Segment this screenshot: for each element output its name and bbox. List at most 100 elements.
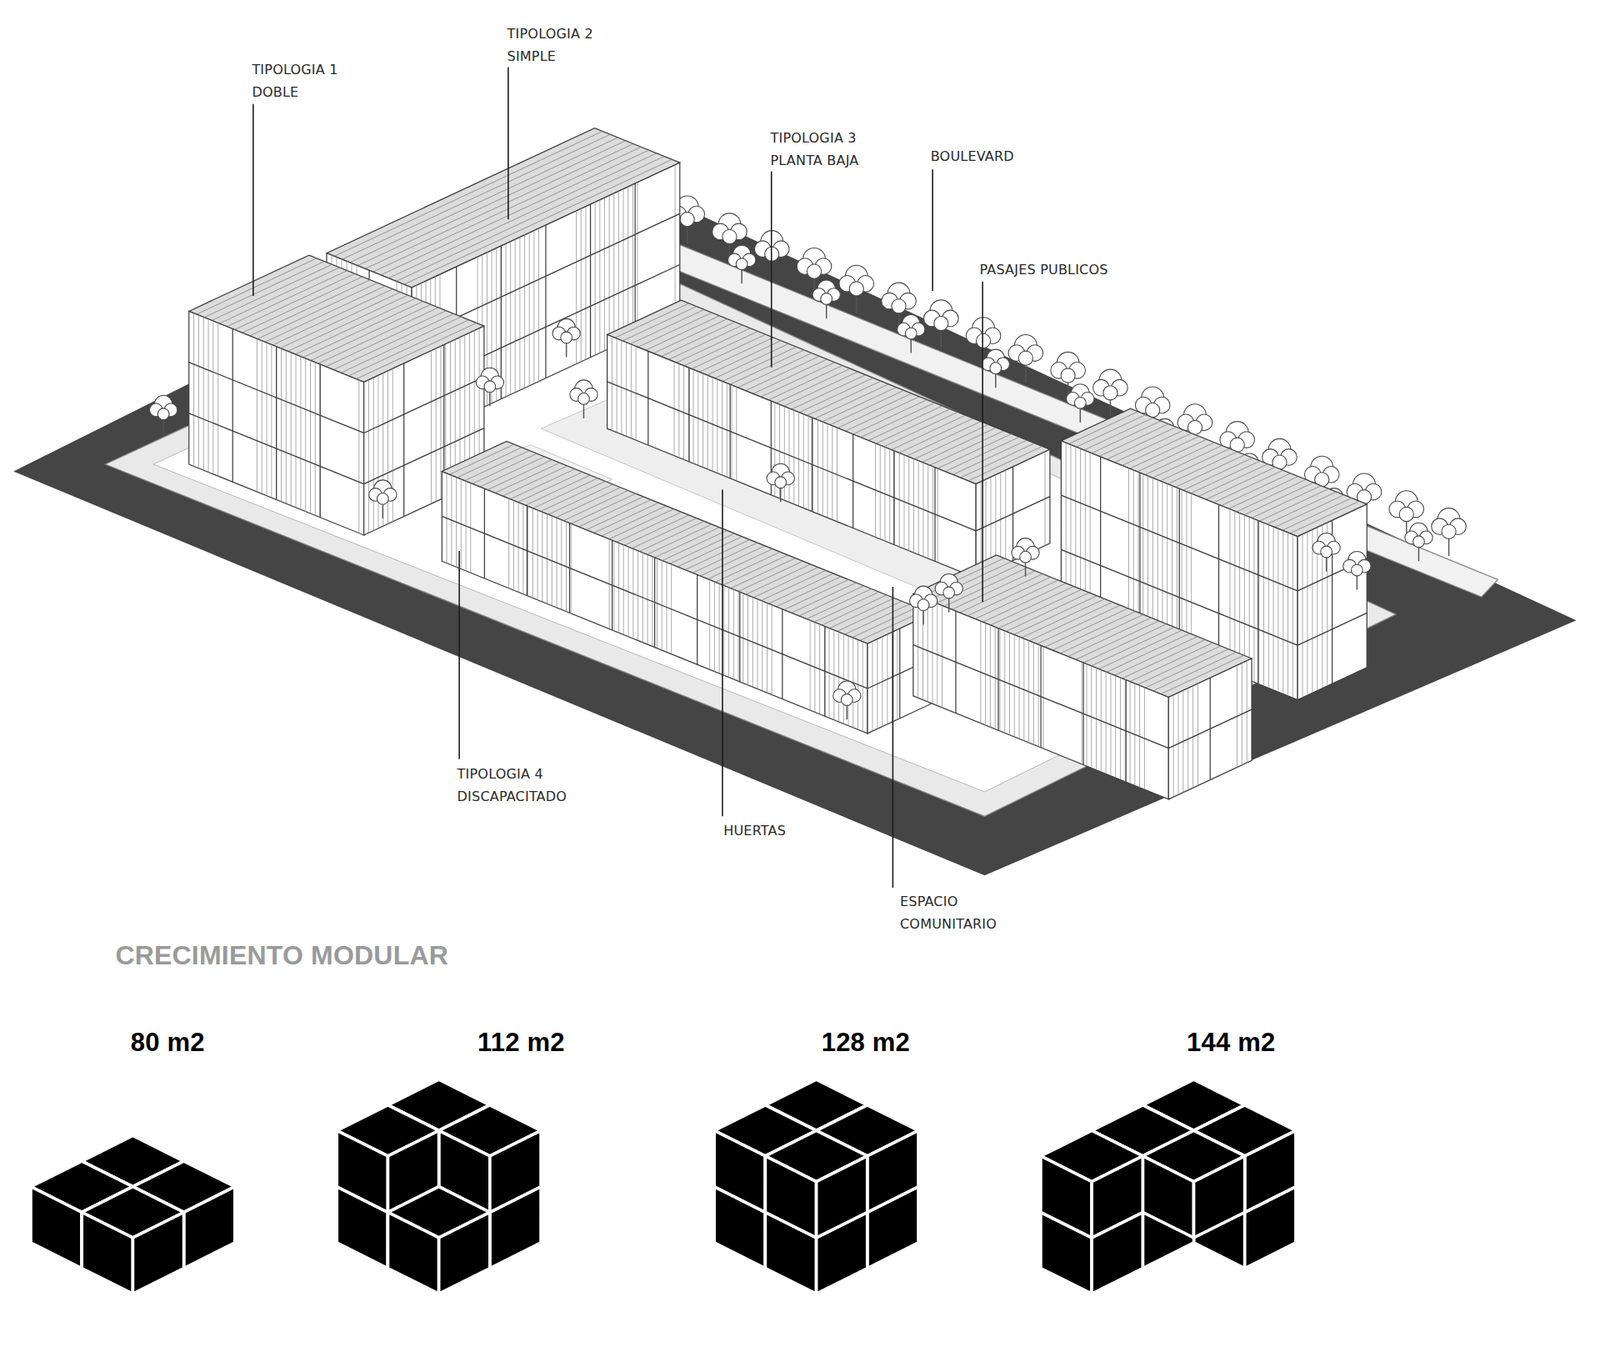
roof-slat [1229, 476, 1299, 510]
facade-slat [1234, 510, 1235, 675]
roof-slat [875, 409, 950, 444]
roof-slat [730, 350, 805, 385]
tree-canopy [157, 408, 170, 420]
column [852, 434, 854, 529]
road [13, 173, 1576, 875]
facade-slat [1239, 512, 1240, 676]
facade-slat [1176, 487, 1178, 651]
roof-slat [685, 539, 750, 570]
facade-slat [1171, 485, 1173, 650]
roof-slat [691, 334, 766, 369]
facade-slat [1085, 450, 1086, 615]
facade-slat [208, 319, 210, 473]
tree [570, 380, 598, 419]
tree-canopy [943, 586, 955, 599]
facade-slat [675, 165, 676, 319]
facade-slat [1258, 520, 1260, 685]
cube-right [132, 1211, 184, 1294]
roof-slat [670, 533, 735, 564]
roof-slat [899, 418, 974, 453]
facade-slat [300, 356, 301, 510]
roof-slat [555, 487, 621, 518]
roof-slat [684, 330, 759, 365]
floor-line [913, 645, 1169, 749]
roof-slat [745, 355, 820, 390]
column [811, 417, 813, 512]
facade-slat [1263, 522, 1265, 686]
roof-slat [645, 315, 720, 350]
roof-slat [457, 447, 523, 478]
column [1100, 456, 1101, 620]
roof-slat [1236, 479, 1306, 512]
tree-canopy [680, 212, 695, 227]
facade-front [1297, 504, 1367, 700]
column [1218, 504, 1220, 668]
cube-right [1091, 1155, 1143, 1238]
facade-slat [627, 186, 629, 340]
roof-slat [860, 402, 935, 437]
callout-label: TIPOLOGIA 4 DISCAPACITADO [457, 762, 600, 808]
roof-slat [1069, 411, 1139, 445]
facade-slat [595, 201, 596, 355]
roof-slat [1091, 420, 1161, 454]
facade-slat [1075, 446, 1076, 610]
roof-slat [1244, 482, 1314, 515]
roof-slat [706, 340, 781, 375]
roof-slat [868, 405, 943, 440]
roof-slat [830, 390, 905, 425]
facade-slat [604, 197, 605, 351]
facade-slat [524, 235, 525, 389]
roof-slat [699, 337, 774, 372]
roof-slat [548, 484, 614, 515]
cube-left [387, 1211, 439, 1294]
column [1012, 466, 1014, 561]
column [545, 225, 546, 379]
column [934, 467, 935, 562]
module-cluster [1040, 1079, 1296, 1294]
roof-slat [609, 509, 675, 540]
roof-slat [660, 321, 735, 356]
column [403, 363, 405, 517]
tree-canopy [849, 281, 864, 296]
roof-slat [760, 362, 835, 397]
roof-slat [760, 570, 826, 600]
facade-left [441, 471, 868, 734]
roof-slat [814, 591, 880, 622]
facade-slat [585, 206, 586, 360]
tree-canopy [735, 258, 748, 270]
tree-canopy [1074, 396, 1086, 409]
tree [909, 585, 937, 625]
roof-slat [891, 415, 966, 450]
cube-right [439, 1211, 490, 1294]
facade-slat [203, 316, 205, 470]
facade-slat [285, 350, 287, 505]
facade-slat [519, 236, 520, 390]
roof-slat [791, 582, 857, 613]
roof-slat [738, 560, 804, 591]
facade-slat [1185, 491, 1187, 655]
roof-slat [700, 545, 765, 576]
roof-slat [630, 309, 705, 344]
roof-slat [822, 387, 897, 422]
facade-slat [632, 184, 634, 338]
tree [1431, 508, 1467, 557]
tree [552, 318, 580, 357]
roof-slat [1168, 451, 1238, 485]
roof-slat [784, 371, 859, 406]
column [739, 591, 740, 682]
facade-slat [310, 360, 311, 514]
facade-slat [599, 200, 600, 354]
column [275, 346, 277, 500]
tree-canopy [1351, 564, 1364, 576]
tree-canopy [775, 476, 787, 489]
roof-slat [806, 380, 881, 415]
tree-canopy [976, 333, 991, 348]
callout-label: TIPOLOGIA 1 DOBLE [251, 58, 377, 104]
roof-slat [914, 424, 989, 459]
facade-slat [261, 340, 263, 495]
roof-slat [937, 434, 1012, 469]
facade-slat [430, 350, 432, 505]
roof-slat [1221, 473, 1291, 506]
column [955, 610, 956, 713]
facade-slat [1080, 448, 1081, 612]
